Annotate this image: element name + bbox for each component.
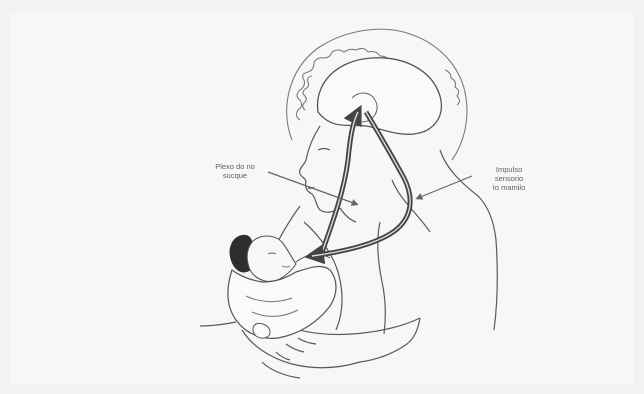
callout-right-label: Impulso sensorio to mamilo [468,165,550,192]
callout-left-label: Plexo do no sucque [194,162,276,180]
paper-sheet [10,12,634,384]
